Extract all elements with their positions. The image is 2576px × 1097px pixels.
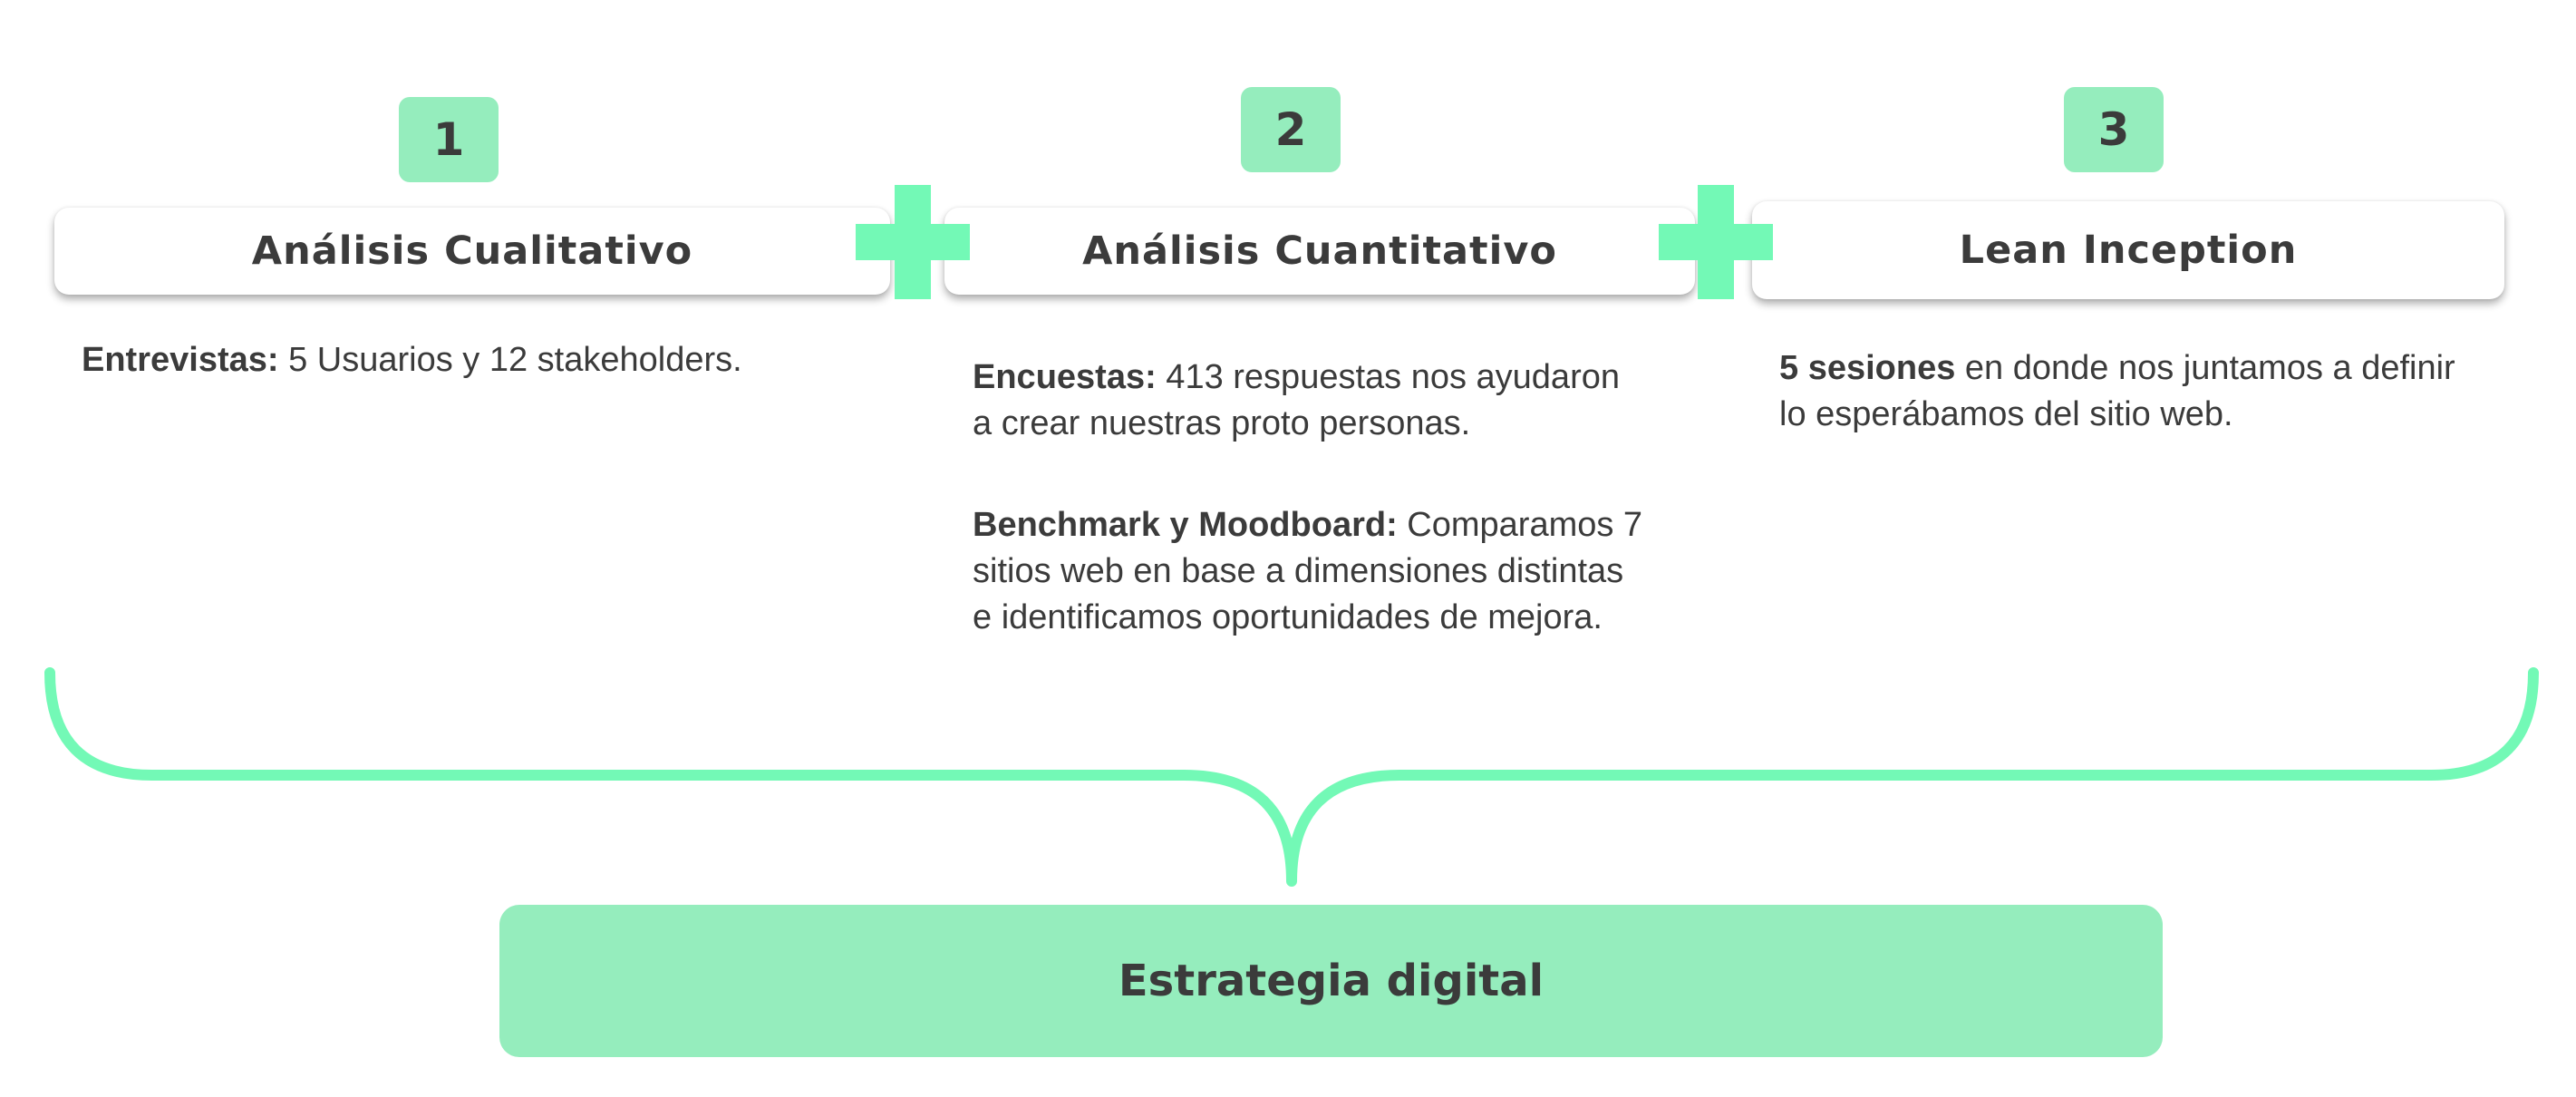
step-1-description-label: Entrevistas: — [82, 341, 279, 379]
step-1-description-text: 5 Usuarios y 12 stakeholders. — [278, 341, 742, 379]
step-1-description: Entrevistas: 5 Usuarios y 12 stakeholder… — [82, 337, 861, 383]
step-3-title-card: Lean Inception — [1752, 201, 2504, 299]
step-3-number-badge: 3 — [2064, 87, 2164, 172]
step-3-description-label: 5 sesiones — [1779, 349, 1956, 387]
result-box: Estrategia digital — [499, 905, 2163, 1057]
step-2-number-badge: 2 — [1241, 87, 1341, 172]
step-1-number-badge: 1 — [399, 97, 499, 182]
step-3-description-text: en donde nos juntamos a definir lo esper… — [1779, 349, 2455, 433]
step-2-benchmark-text: Comparamos 7 sitios web en base a dimens… — [973, 506, 1643, 636]
step-3-description: 5 sesiones en donde nos juntamos a defin… — [1779, 345, 2468, 438]
step-2-survey-text: 413 respuestas nos ayudaron a crear nues… — [973, 358, 1620, 442]
step-2-benchmark-label: Benchmark y Moodboard: — [973, 506, 1398, 544]
step-2-survey-label: Encuestas: — [973, 358, 1157, 396]
step-1-title-card: Análisis Cualitativo — [54, 208, 890, 295]
step-2-description: Encuestas: 413 respuestas nos ayudaron a… — [973, 354, 1643, 641]
step-2-title-card: Análisis Cuantitativo — [944, 208, 1695, 295]
